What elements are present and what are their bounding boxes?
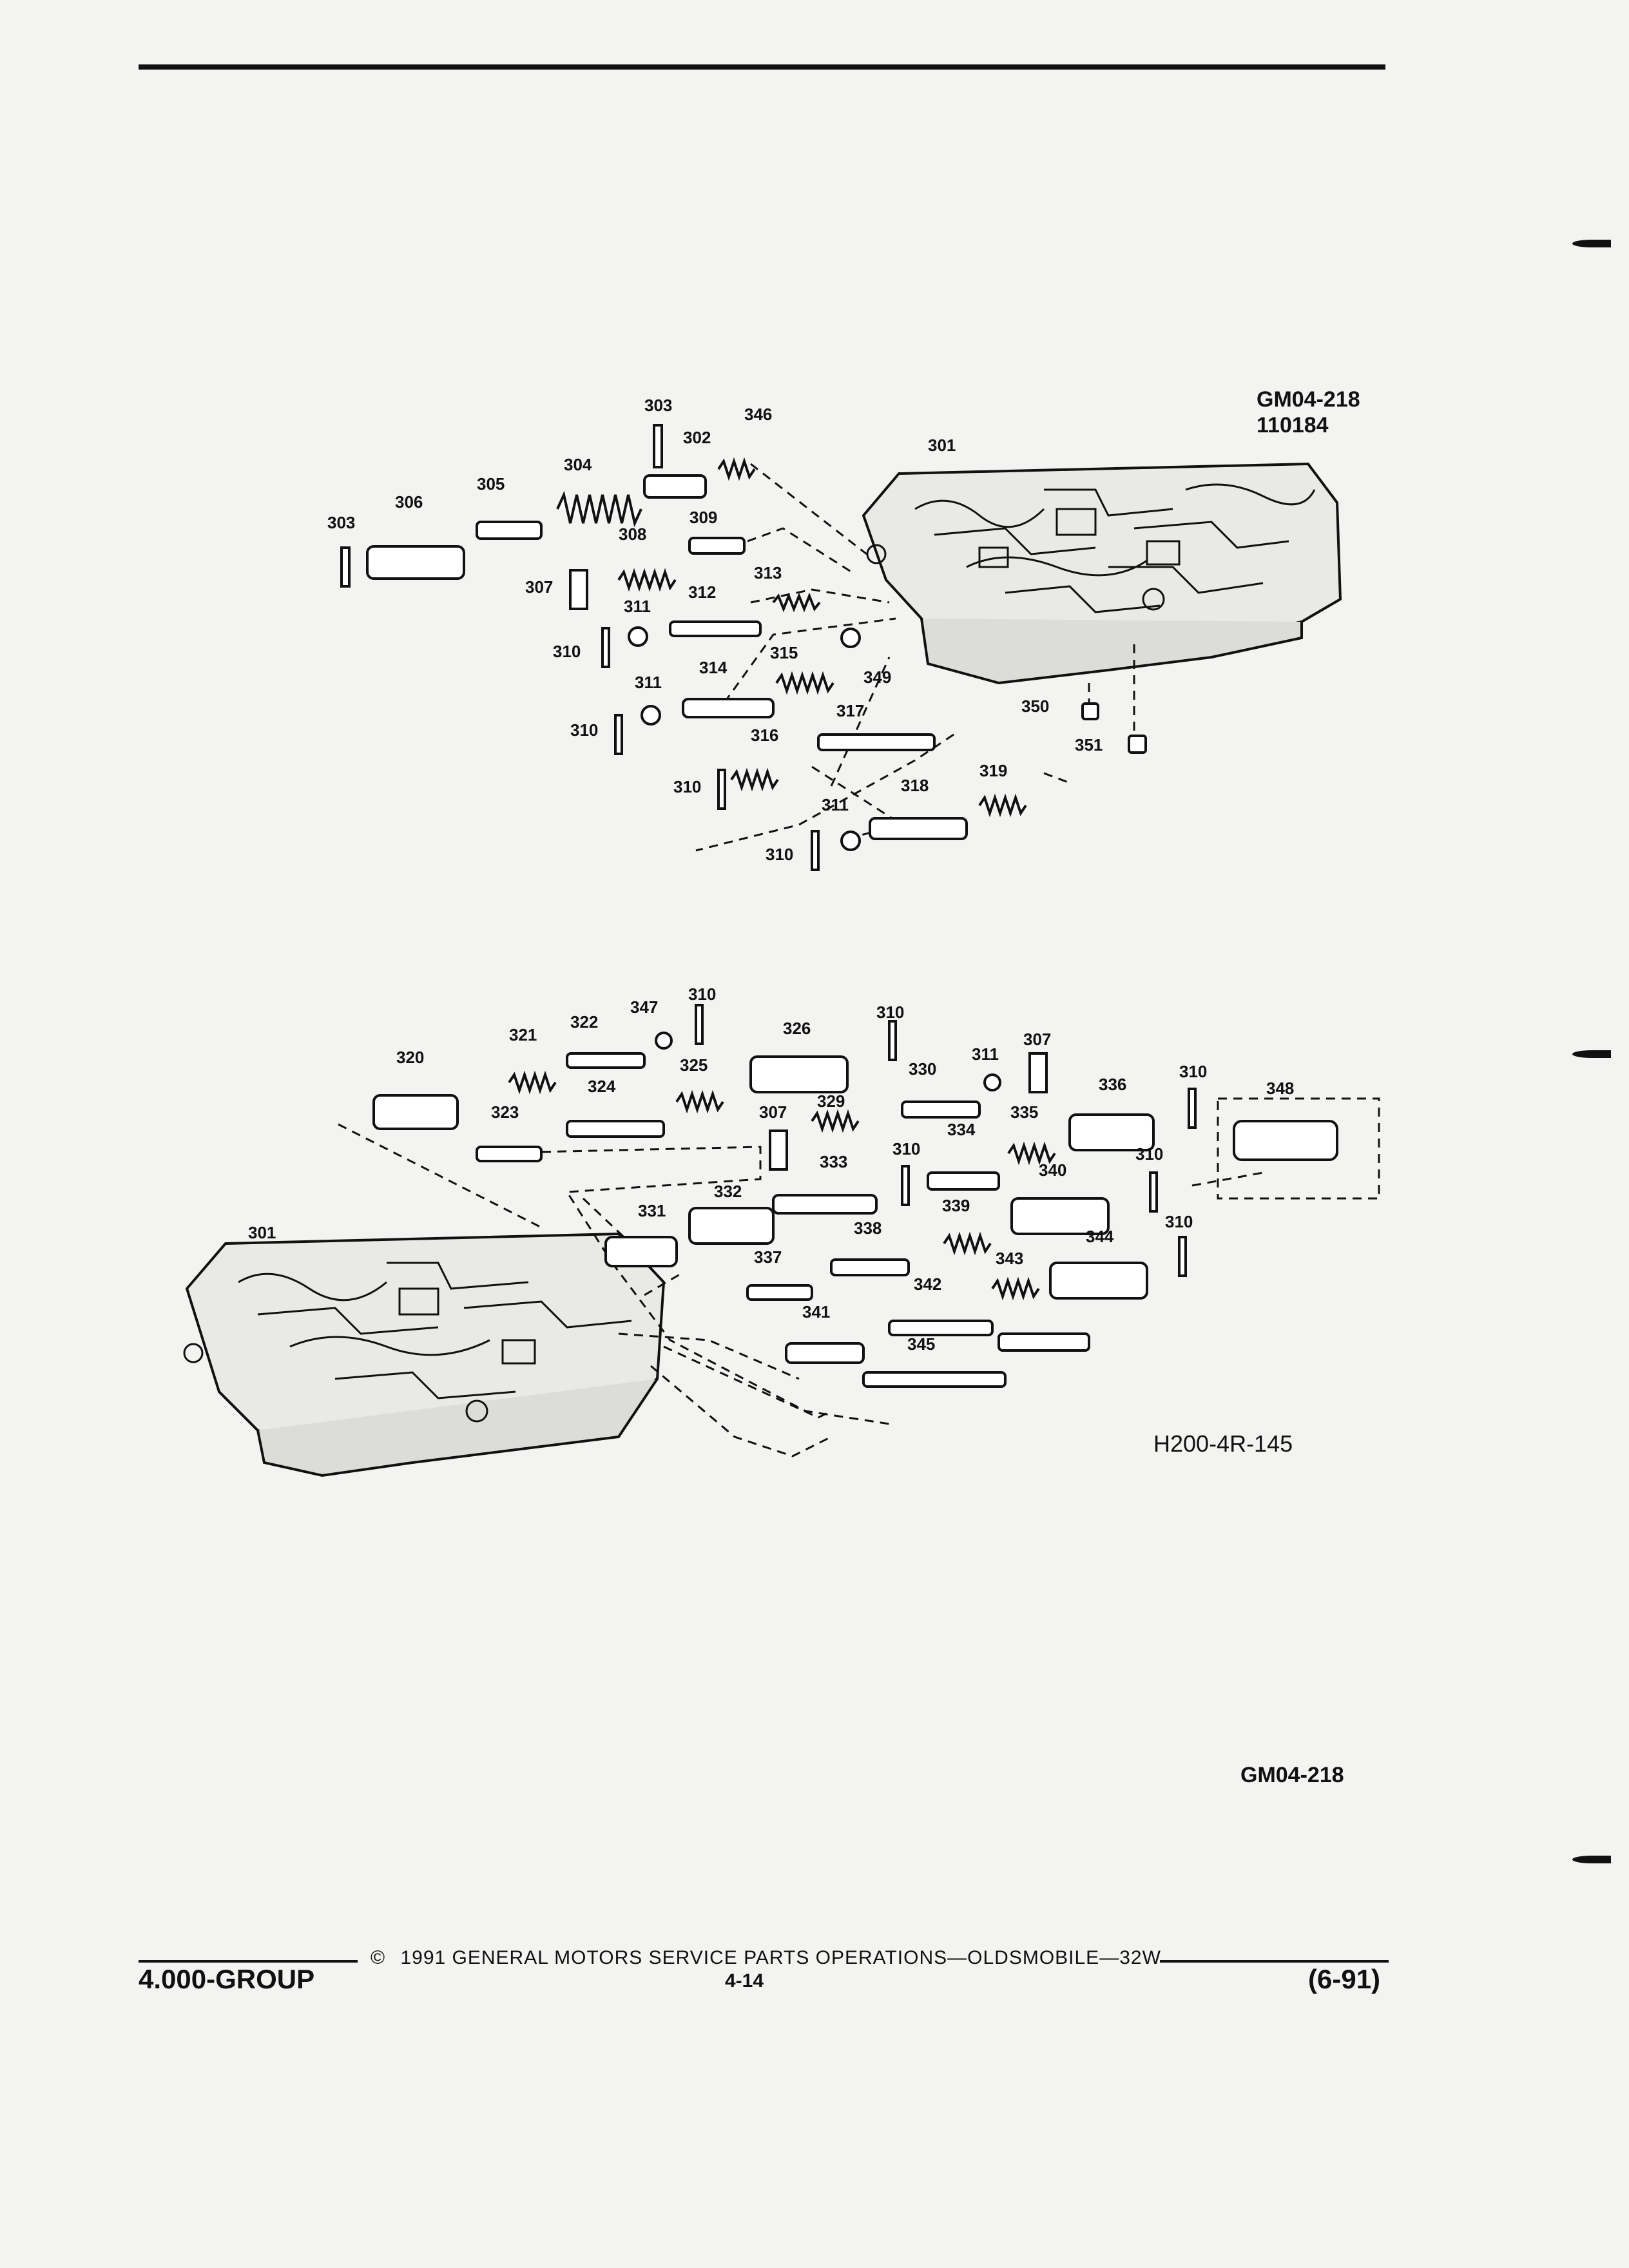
callout: 303 (327, 513, 355, 532)
lower-parts (372, 1004, 1338, 1388)
callout: 312 (688, 582, 716, 602)
callout: 316 (751, 726, 778, 745)
callout: 347 (630, 997, 658, 1017)
callout: 323 (491, 1102, 519, 1122)
callout: 317 (836, 701, 864, 720)
upper-valve-body-passages (866, 483, 1316, 613)
copyright-text: 1991 GENERAL MOTORS SERVICE PARTS OPERAT… (400, 1947, 1161, 1968)
callout: 339 (942, 1196, 970, 1215)
callout: 306 (395, 492, 423, 512)
callout: 310 (1179, 1062, 1207, 1081)
callout: 310 (766, 845, 793, 864)
callout: 310 (876, 1003, 904, 1022)
callout: 302 (683, 428, 711, 447)
callout: 310 (688, 985, 716, 1004)
footer-rule-right (1160, 1960, 1389, 1963)
callout: 331 (638, 1201, 666, 1220)
upper-callouts: 303 346 302 301 304 305 306 303 309 308 … (327, 396, 1103, 864)
footer-rule-left (139, 1960, 358, 1963)
callout: 307 (1023, 1030, 1051, 1049)
callout: 333 (820, 1152, 847, 1171)
copyright-symbol: © (371, 1947, 386, 1968)
callout: 348 (1266, 1079, 1294, 1098)
upper-parts (340, 424, 1147, 871)
callout: 308 (619, 524, 646, 544)
callout: 345 (907, 1334, 935, 1354)
bottom-figure-code: GM04-218 (1240, 1763, 1344, 1787)
callout: 314 (699, 658, 728, 677)
callout: 310 (892, 1139, 920, 1158)
callout: 311 (635, 673, 662, 692)
callout: 307 (759, 1102, 787, 1122)
callout: 318 (901, 776, 929, 795)
callout: 311 (972, 1044, 999, 1064)
callout: 315 (770, 643, 798, 662)
callout: 301 (928, 436, 956, 455)
callout: 332 (714, 1182, 742, 1201)
callout: 343 (996, 1249, 1023, 1268)
footer-page-number: 4-14 (725, 1970, 764, 1992)
figure-code: GM04-218 (1257, 387, 1360, 412)
callout: 319 (979, 761, 1007, 780)
callout: 351 (1075, 735, 1103, 754)
callout: 346 (744, 405, 772, 424)
callout: 311 (822, 795, 849, 814)
callout: 310 (1165, 1212, 1193, 1231)
footer-group: 4.000-GROUP (139, 1964, 315, 1994)
callout: 326 (783, 1019, 811, 1038)
top-rule (139, 64, 1385, 70)
callout: 311 (624, 597, 651, 616)
callout: 349 (863, 668, 891, 687)
callout: 338 (854, 1218, 882, 1238)
callout: 335 (1010, 1102, 1038, 1122)
callout: 303 (644, 396, 672, 415)
footer-date: (6-91) (1308, 1964, 1381, 1994)
figure-number: 110184 (1257, 413, 1329, 437)
upper-valve-body (862, 462, 1342, 685)
callout: 344 (1086, 1227, 1114, 1246)
diagram-code: H200-4R-145 (1153, 1430, 1293, 1457)
callout: 310 (1135, 1144, 1163, 1164)
callout: 337 (754, 1247, 782, 1267)
binding-mark (1572, 240, 1611, 247)
callout: 310 (673, 777, 701, 796)
callout: 341 (802, 1302, 830, 1321)
binding-mark (1572, 1050, 1611, 1058)
callout: 320 (396, 1048, 424, 1067)
callout: 325 (680, 1055, 708, 1075)
callout: 336 (1099, 1075, 1126, 1094)
callout: 321 (509, 1025, 537, 1044)
callout: 322 (570, 1012, 598, 1032)
copyright-line: © 1991 GENERAL MOTORS SERVICE PARTS OPER… (371, 1947, 1161, 1969)
callout: 310 (553, 642, 581, 661)
callout: 313 (754, 563, 782, 582)
lower-callouts: 310 347 322 321 320 310 326 307 311 330 … (248, 985, 1294, 1354)
callout: 329 (817, 1091, 845, 1111)
callout: 334 (947, 1120, 976, 1139)
callout: 342 (914, 1274, 941, 1294)
callout: 309 (689, 508, 717, 527)
callout: 340 (1039, 1160, 1066, 1180)
callout: 304 (564, 455, 592, 474)
callout: 305 (477, 474, 505, 494)
lower-valve-body (185, 1232, 666, 1477)
callout: 350 (1021, 697, 1049, 716)
callout: 301 (248, 1223, 276, 1242)
callout: 310 (570, 720, 598, 740)
binding-mark (1572, 1856, 1611, 1863)
callout: 330 (909, 1059, 936, 1079)
callout: 324 (588, 1077, 616, 1096)
lower-valve-body-passages (183, 1262, 632, 1423)
callout: 307 (525, 577, 553, 597)
